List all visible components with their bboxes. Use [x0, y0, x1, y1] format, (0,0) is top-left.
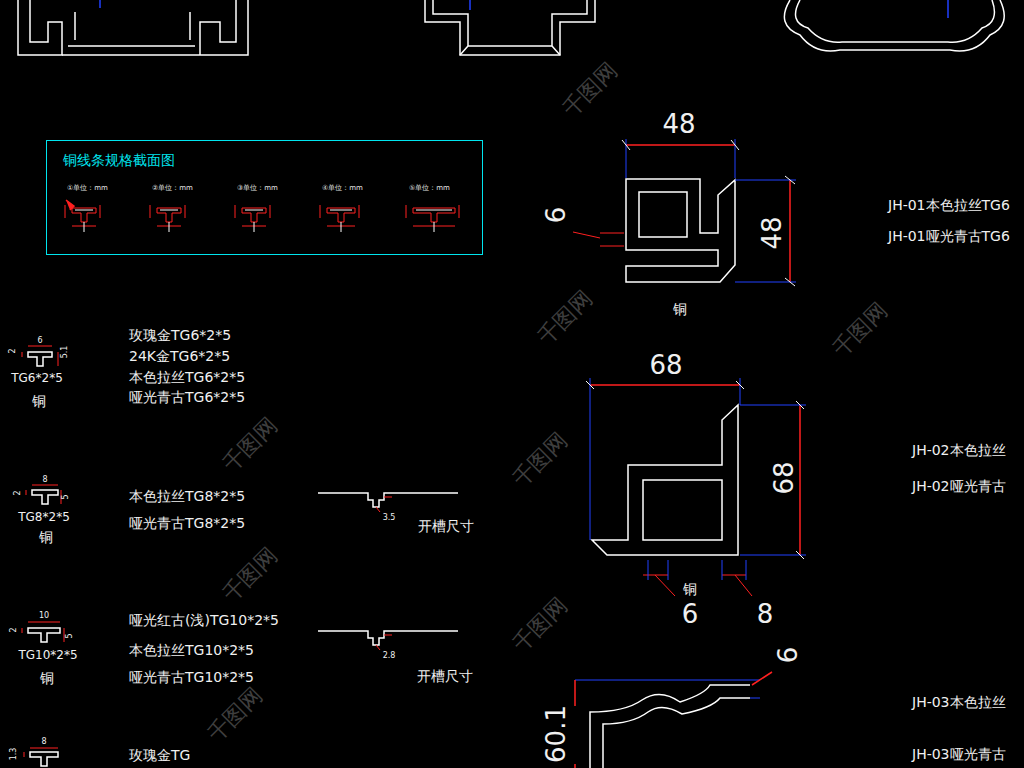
drawing-label: 铜: [32, 394, 46, 409]
unit-note: ②单位：mm: [152, 185, 193, 193]
watermark: 千图网: [203, 683, 267, 747]
drawing-label: JH-01哑光青古TG6: [888, 229, 1010, 244]
drawing-label: 铜: [683, 582, 697, 597]
drawing-label: 6: [37, 337, 42, 346]
cloud-profile: [784, 0, 1004, 51]
drawing-label: TG6*2*5: [11, 372, 63, 385]
key-pattern-profile: [18, 0, 248, 55]
panel-title: 铜线条规格截面图: [63, 153, 175, 168]
drawing-label: 6: [774, 647, 803, 664]
t-profiles: [22, 346, 64, 766]
drawing-label: JH-02哑光青古: [912, 479, 1006, 494]
extension-line: [99, 0, 101, 8]
drawing-label: 2: [14, 490, 23, 495]
drawing-label: 玫瑰金TG: [129, 748, 190, 763]
drawing-label: 玫瑰金TG6*2*5: [129, 328, 231, 343]
drawing-label: 1.3: [10, 748, 19, 761]
jh03-profile: [575, 672, 772, 768]
drawing-label: 2: [10, 627, 19, 632]
drawing-label: 24K金TG6*2*5: [129, 349, 230, 364]
watermark: 千图网: [218, 413, 282, 477]
drawing-label: 48: [758, 216, 787, 249]
watermark: 千图网: [508, 428, 572, 492]
jh02-profile: [586, 378, 806, 596]
drawing-label: 3.5: [383, 514, 396, 523]
drawing-label: 60.1: [542, 705, 571, 763]
drawing-label: 68: [770, 461, 799, 494]
drawing-label: 48: [662, 110, 695, 139]
drawing-label: 哑光青古TG8*2*5: [129, 516, 245, 531]
drawing-label: 8: [41, 738, 46, 747]
drawing-label: 10: [39, 612, 49, 621]
drawing-label: 本色拉丝TG10*2*5: [129, 643, 254, 658]
drawing-label: 哑光青古TG6*2*5: [129, 390, 245, 405]
drawing-label: 2: [9, 348, 18, 353]
drawing-label: 68: [649, 351, 682, 380]
drawing-label: 8: [757, 600, 774, 629]
drawing-label: 本色拉丝TG6*2*5: [129, 370, 245, 385]
unit-note: ①单位：mm: [67, 185, 108, 193]
watermark: 千图网: [828, 298, 892, 362]
drawing-label: 哑光红古(浅)TG10*2*5: [129, 613, 279, 628]
spec-panel: 铜线条规格截面图 ①单位：mm ②单位：mm ③单位：mm ④单位：mm ⑤单位：mm: [46, 140, 483, 255]
extension-line: [947, 0, 949, 18]
unit-note: ③单位：mm: [237, 185, 278, 193]
drawing-label: 8: [42, 476, 47, 485]
watermark: 千图网: [558, 58, 622, 122]
jh01-profile: [573, 139, 796, 286]
drawing-label: 2.8: [383, 652, 396, 661]
watermark: 千图网: [533, 286, 597, 350]
unit-note: ⑤单位：mm: [409, 185, 450, 193]
drawing-label: 铜: [39, 530, 53, 545]
drawing-label: 本色拉丝TG8*2*5: [129, 489, 245, 504]
drawing-label: JH-03哑光青古: [912, 747, 1006, 762]
drawing-label: JH-03本色拉丝: [912, 695, 1006, 710]
watermark: 千图网: [218, 543, 282, 607]
frame-profile: [425, 0, 595, 55]
drawing-label: 5.1: [61, 346, 70, 359]
drawing-label: 铜: [673, 302, 687, 317]
unit-note: ④单位：mm: [322, 185, 363, 193]
slot-sketches: [318, 493, 458, 650]
watermark: 千图网: [508, 593, 572, 657]
drawing-label: 5: [62, 494, 71, 499]
drawing-label: 开槽尺寸: [418, 519, 474, 534]
drawing-label: TG8*2*5: [18, 511, 70, 524]
extension-line: [469, 0, 471, 10]
drawing-label: TG10*2*5: [18, 649, 77, 662]
drawing-label: 哑光青古TG10*2*5: [129, 670, 254, 685]
drawing-label: 6: [542, 207, 571, 224]
drawing-label: 6: [682, 600, 699, 629]
drawing-label: 5: [66, 633, 75, 638]
drawing-label: JH-01本色拉丝TG6: [888, 198, 1010, 213]
drawing-label: 铜: [40, 671, 54, 686]
panel-profiles: [65, 200, 459, 232]
drawing-label: JH-02本色拉丝: [912, 443, 1006, 458]
drawing-label: 开槽尺寸: [417, 669, 473, 684]
